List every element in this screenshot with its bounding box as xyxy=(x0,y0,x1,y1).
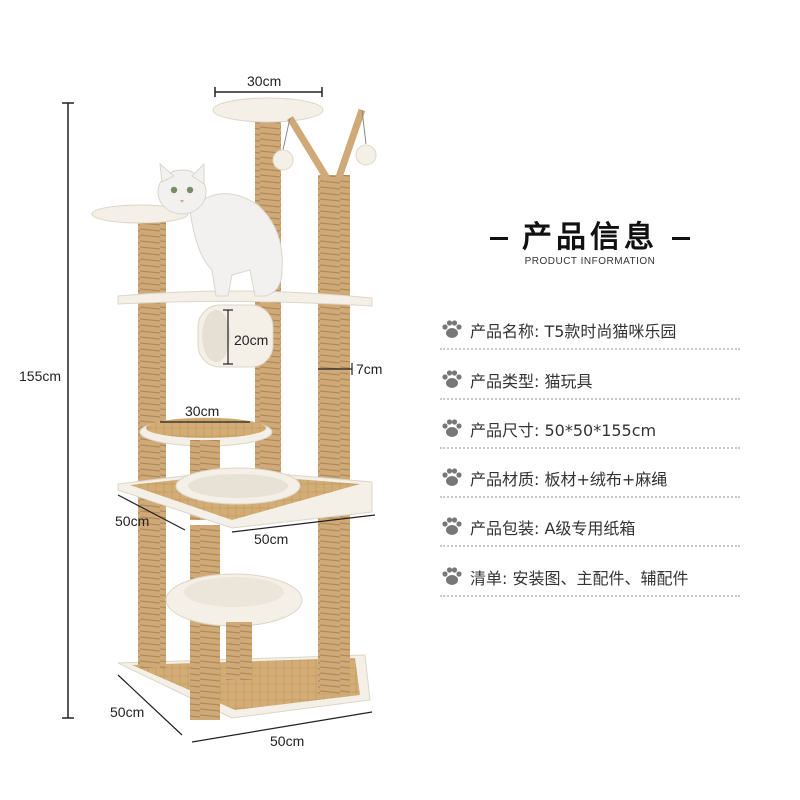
left-platform xyxy=(91,204,189,224)
cat-image xyxy=(157,162,283,297)
cat-bed xyxy=(165,573,303,680)
info-title-text: 产品信息 xyxy=(522,220,658,255)
top-platform-width-label: 30cm xyxy=(247,73,282,89)
info-row-label: 产品材质: 板材+绒布+麻绳 xyxy=(470,470,668,489)
tall-post xyxy=(318,175,350,695)
top-platform xyxy=(212,97,324,123)
height-dimension-line xyxy=(62,102,74,719)
info-row-contents: 清单: 安装图、主配件、辅配件 xyxy=(440,559,740,599)
hanging-tunnel xyxy=(197,304,274,368)
mid-square-platform xyxy=(117,467,373,529)
paw-icon xyxy=(442,419,462,437)
info-title: 产品信息 xyxy=(470,212,710,256)
info-row-label: 清单: 安装图、主配件、辅配件 xyxy=(470,569,689,588)
info-subtitle: PRODUCT INFORMATION xyxy=(524,256,656,267)
base-platform xyxy=(117,654,371,719)
paw-icon xyxy=(442,320,462,338)
row-divider xyxy=(440,496,740,498)
info-row-label: 产品名称: T5款时尚猫咪乐园 xyxy=(470,322,677,341)
title-dash-right xyxy=(672,237,690,240)
paw-icon xyxy=(442,370,462,388)
total-height-label: 155cm xyxy=(19,368,62,384)
info-row-name: 产品名称: T5款时尚猫咪乐园 xyxy=(440,312,740,352)
toy-branch xyxy=(272,108,377,182)
info-row-label: 产品尺寸: 50*50*155cm xyxy=(470,421,657,440)
info-title-block: 产品信息 xyxy=(470,212,710,256)
main-platform xyxy=(117,290,373,307)
base-width-label: 50cm xyxy=(270,733,305,749)
paw-icon xyxy=(442,567,462,585)
mid-dimension-lines xyxy=(117,494,376,533)
middle-platform-width-label: 30cm xyxy=(185,403,220,419)
info-row-label: 产品类型: 猫玩具 xyxy=(470,372,593,391)
title-dash-left xyxy=(490,237,508,240)
paw-icon xyxy=(442,468,462,486)
mid-width-label: 50cm xyxy=(254,531,289,547)
tunnel-dimension-line xyxy=(223,309,233,365)
info-row-type: 产品类型: 猫玩具 xyxy=(440,362,740,402)
base-dimension-lines xyxy=(117,674,373,743)
info-row-label: 产品包装: A级专用纸箱 xyxy=(470,519,636,538)
row-divider xyxy=(440,545,740,547)
tunnel-height-label: 20cm xyxy=(234,332,269,348)
left-post xyxy=(138,218,166,668)
row-divider xyxy=(440,447,740,449)
info-row-packaging: 产品包装: A级专用纸箱 xyxy=(440,509,740,549)
paw-icon xyxy=(442,517,462,535)
mid-depth-label: 50cm xyxy=(115,513,150,529)
post-diameter-label: 7cm xyxy=(356,361,383,377)
post-dimension-line xyxy=(318,363,353,375)
info-row-size: 产品尺寸: 50*50*155cm xyxy=(440,411,740,451)
row-divider xyxy=(440,348,740,350)
row-divider xyxy=(440,595,740,597)
base-depth-label: 50cm xyxy=(110,704,145,720)
info-row-material: 产品材质: 板材+绒布+麻绳 xyxy=(440,460,740,500)
top-width-dimension-line xyxy=(214,87,323,97)
row-divider xyxy=(440,398,740,400)
